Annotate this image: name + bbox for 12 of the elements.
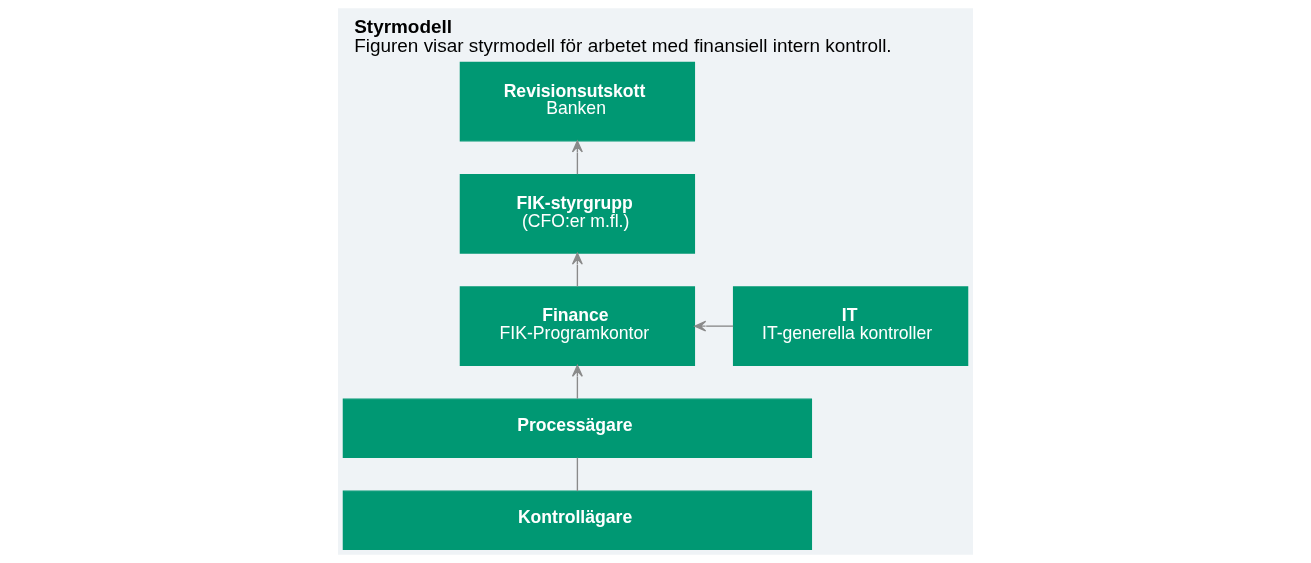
- node-box: FIK-styrgrupp (CFO:er m.fl.): [459, 173, 696, 254]
- node-box: Finance FIK-Programkontor: [459, 286, 696, 367]
- diagram-title: Styrmodell: [354, 15, 453, 37]
- arrow: [571, 364, 583, 400]
- node-box: Processägare: [342, 398, 813, 458]
- connector: [576, 456, 579, 492]
- node-box: Revisionsutskott Banken: [459, 61, 696, 142]
- arrow: [694, 320, 734, 332]
- node-box: IT IT-generella kontroller: [732, 286, 969, 367]
- arrow: [571, 140, 583, 175]
- node-box: Kontrollägare: [342, 490, 813, 550]
- arrow: [571, 252, 583, 288]
